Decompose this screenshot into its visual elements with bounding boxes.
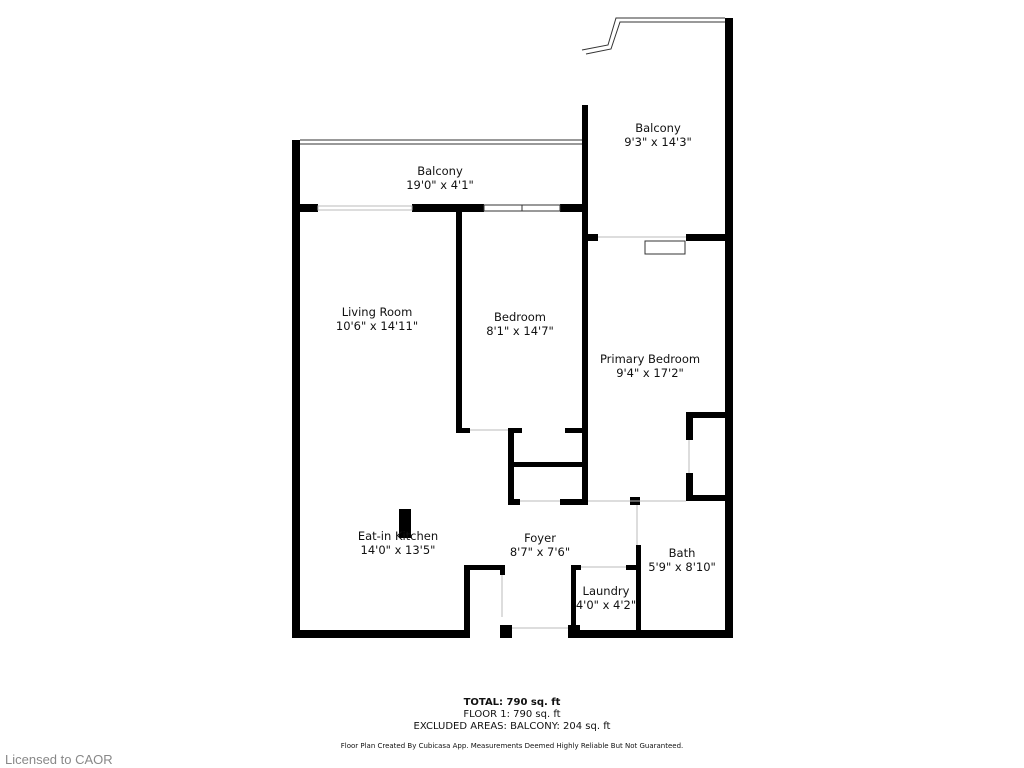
room-label-kitchen: Eat-in Kitchen 14'0" x 13'5" (358, 529, 438, 557)
kitchen-island (399, 509, 411, 538)
room-name: Bedroom (493, 310, 547, 324)
room-label-balcony-right: Balcony 9'3" x 14'3" (624, 121, 692, 149)
room-label-living-room: Living Room 10'6" x 14'11" (336, 305, 418, 333)
area-summary: TOTAL: 790 sq. ft FLOOR 1: 790 sq. ft EX… (414, 697, 611, 733)
room-label-foyer: Foyer 8'7" x 7'6" (510, 531, 570, 559)
room-name: Foyer (524, 531, 556, 545)
room-dimensions: 14'0" x 13'5" (360, 543, 436, 557)
room-name: Balcony (635, 121, 681, 135)
room-name: Balcony (417, 164, 463, 178)
room-dimensions: 8'1" x 14'7" (486, 324, 554, 338)
room-dimensions: 8'7" x 7'6" (509, 545, 571, 559)
room-dimensions: 9'3" x 14'3" (624, 135, 692, 149)
room-dimensions: 9'4" x 17'2" (616, 366, 684, 380)
room-dimensions: 10'6" x 14'11" (335, 319, 419, 333)
room-label-primary-bedroom: Primary Bedroom 9'4" x 17'2" (600, 352, 700, 380)
room-dimensions: 5'9" x 8'10" (648, 560, 716, 574)
outlines (300, 17, 725, 629)
disclaimer: Floor Plan Created By Cubicasa App. Meas… (340, 742, 684, 750)
room-name: Bath (668, 546, 696, 560)
room-label-balcony-top: Balcony 19'0" x 4'1" (406, 164, 474, 192)
room-dimensions: 4'0" x 4'2" (575, 598, 637, 612)
total-area: TOTAL: 790 sq. ft (463, 697, 561, 708)
walls (292, 18, 733, 638)
room-name: Primary Bedroom (599, 352, 701, 366)
excluded-area: EXCLUDED AREAS: BALCONY: 204 sq. ft (413, 721, 611, 732)
room-label-bedroom: Bedroom 8'1" x 14'7" (486, 310, 554, 338)
room-name: Eat-in Kitchen (357, 529, 439, 543)
room-label-laundry: Laundry 4'0" x 4'2" (576, 584, 636, 612)
room-name: Laundry (582, 584, 630, 598)
license-watermark: Licensed to CAOR (5, 752, 113, 767)
room-dimensions: 19'0" x 4'1" (406, 178, 474, 192)
room-name: Living Room (341, 305, 413, 319)
room-label-bath: Bath 5'9" x 8'10" (648, 546, 716, 574)
floor1-area: FLOOR 1: 790 sq. ft (463, 709, 561, 720)
